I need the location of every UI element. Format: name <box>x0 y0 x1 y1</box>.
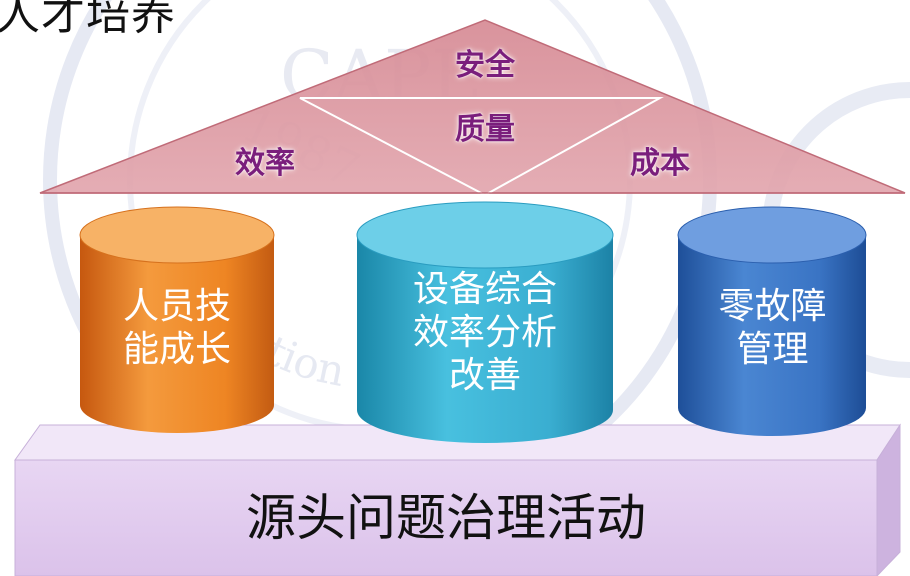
roof-label-efficiency: 效率 <box>235 146 295 181</box>
roof-label-safety: 安全 <box>455 48 515 83</box>
pillar-label-skills: 人员技 能成长 <box>122 286 231 371</box>
base-platform <box>14 423 901 576</box>
pillar-skills <box>79 206 275 433</box>
page-title: 人才培养 <box>0 0 176 40</box>
pillar-zero-failure <box>677 206 867 436</box>
roof <box>39 19 906 197</box>
pillar-label-zero-failure: 零故障 管理 <box>718 286 827 371</box>
pillar-oee <box>356 201 614 443</box>
roof-label-cost: 成本 <box>630 146 690 181</box>
pillar-label-oee: 设备综合 效率分析 改善 <box>412 269 557 397</box>
base-label: 源头问题治理活动 <box>246 489 646 547</box>
roof-label-quality: 质量 <box>455 112 515 147</box>
